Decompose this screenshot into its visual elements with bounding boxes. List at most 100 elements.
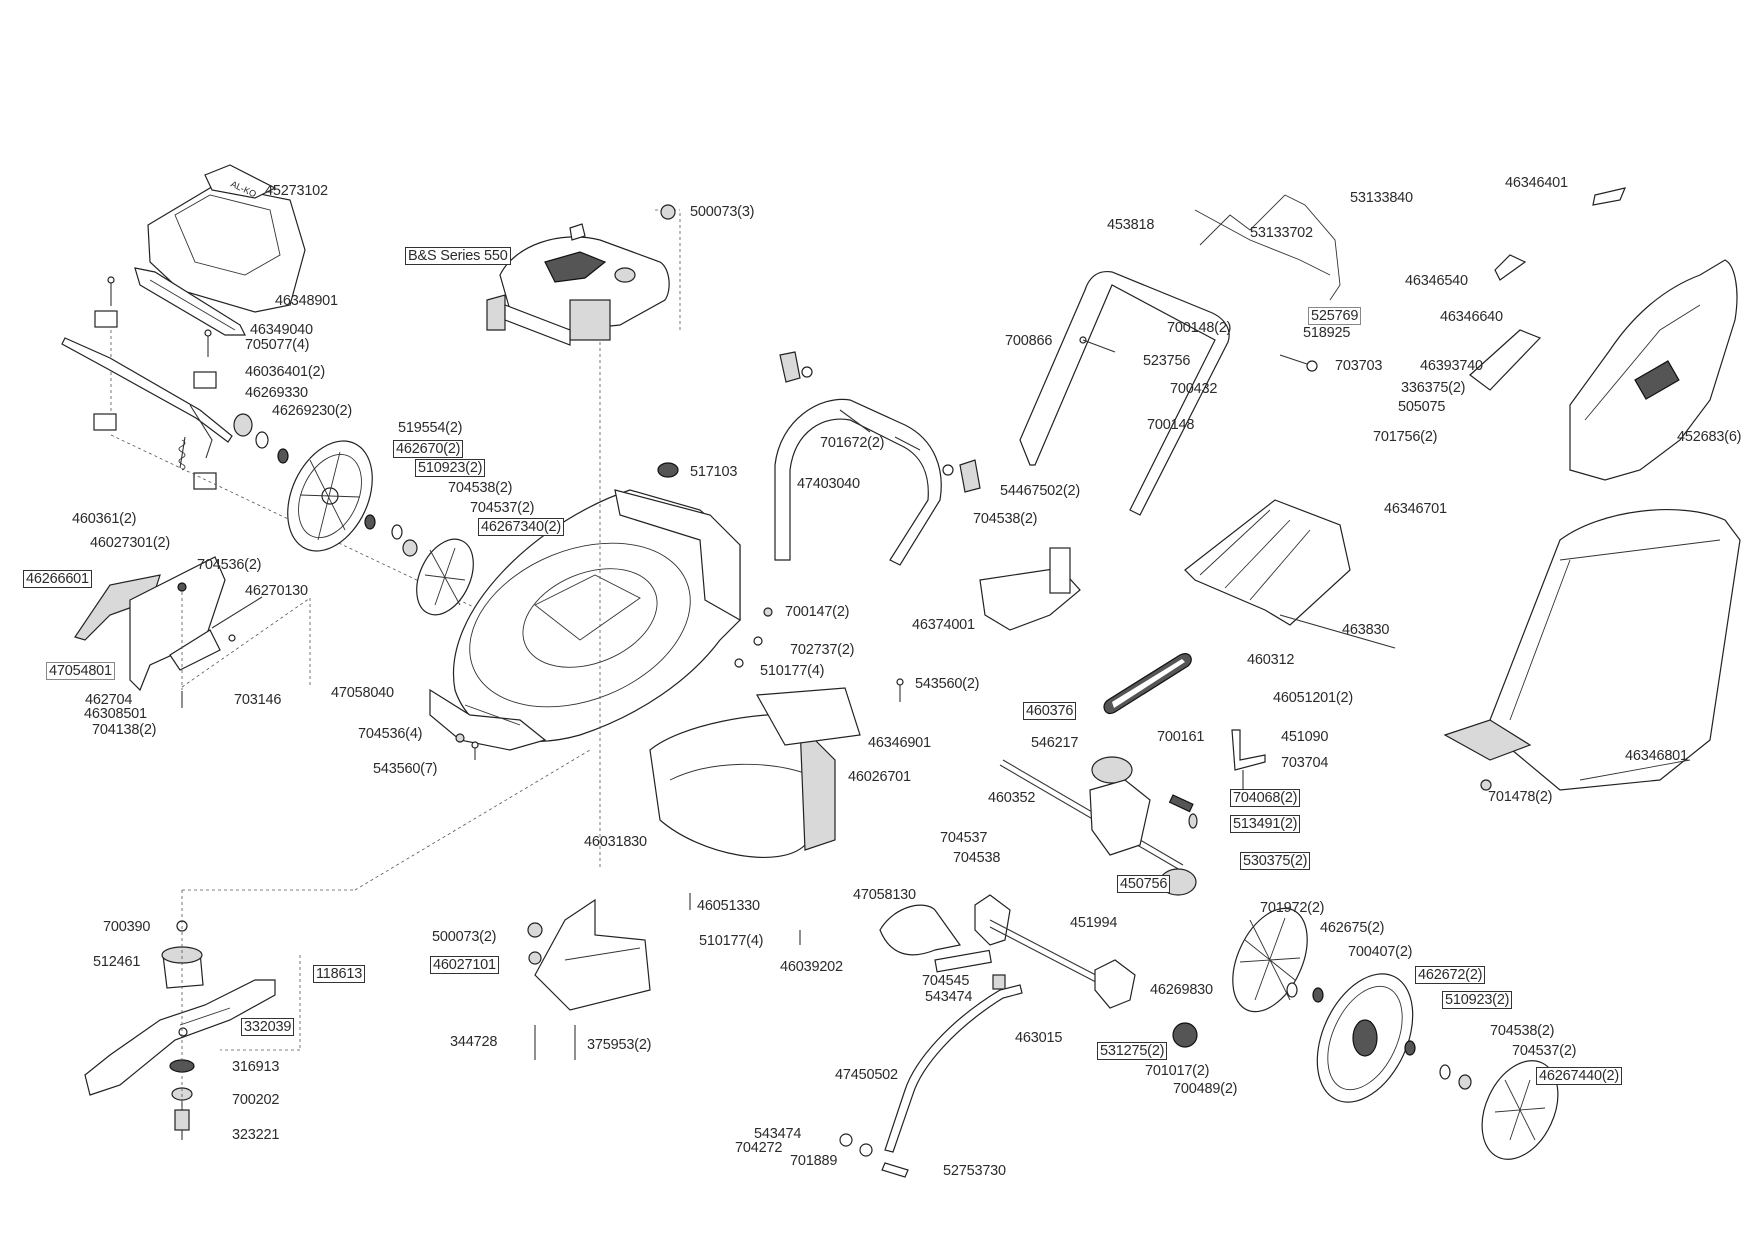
part-label[interactable]: 460312 (1247, 652, 1295, 668)
part-label[interactable]: 53133702 (1250, 225, 1313, 241)
part-label-boxed[interactable]: 332039 (241, 1018, 295, 1036)
part-label[interactable]: 704538(2) (973, 511, 1038, 527)
part-label[interactable]: 512461 (93, 954, 141, 970)
part-label[interactable]: 460361(2) (72, 511, 137, 527)
part-label[interactable]: 517103 (690, 464, 738, 480)
lever-plate-part[interactable] (979, 547, 1081, 631)
height-lever-part[interactable] (839, 984, 1023, 1178)
safety-bail-part[interactable] (1194, 194, 1341, 301)
part-label[interactable]: 704536(2) (197, 557, 262, 573)
part-label[interactable]: 46348901 (275, 293, 338, 309)
part-label[interactable]: 704538(2) (1490, 1023, 1555, 1039)
part-label[interactable]: 46269330 (245, 385, 308, 401)
part-label[interactable]: 53133840 (1350, 190, 1413, 206)
part-label[interactable]: 54467502(2) (1000, 483, 1081, 499)
part-label[interactable]: 704545 (922, 973, 970, 989)
engine-cover-part[interactable]: AL-KO (147, 164, 306, 313)
front-axle-part[interactable] (61, 337, 233, 471)
part-label[interactable]: 704537(2) (470, 500, 535, 516)
part-label[interactable]: 701972(2) (1260, 900, 1325, 916)
engine-part[interactable] (486, 223, 670, 346)
rear-chute-part[interactable] (649, 713, 836, 858)
part-label[interactable]: 510177(4) (699, 933, 764, 949)
part-label[interactable]: 700148 (1147, 417, 1195, 433)
part-label[interactable]: 543560(7) (373, 761, 438, 777)
part-label[interactable]: 46308501 (84, 706, 147, 722)
part-label[interactable]: 703704 (1281, 755, 1329, 771)
part-label[interactable]: 701478(2) (1488, 789, 1553, 805)
part-label[interactable]: 462704 (85, 692, 133, 708)
part-label-boxed[interactable]: 118613 (313, 965, 366, 983)
part-label[interactable]: 702737(2) (790, 642, 855, 658)
part-label[interactable]: 700161 (1157, 729, 1205, 745)
blade-part[interactable] (84, 979, 276, 1096)
part-label[interactable]: 700432 (1170, 381, 1218, 397)
part-label[interactable]: 462675(2) (1320, 920, 1385, 936)
part-label[interactable]: 543560(2) (915, 676, 980, 692)
handle-lower-part[interactable] (774, 398, 942, 566)
part-label[interactable]: 46346801 (1625, 748, 1688, 764)
part-label[interactable]: 701017(2) (1145, 1063, 1210, 1079)
part-label[interactable]: 500073(3) (690, 204, 755, 220)
part-label-boxed[interactable]: 46267340(2) (478, 518, 565, 536)
engine-label-boxed[interactable]: B&S Series 550 (405, 247, 511, 265)
front-wheel-part[interactable] (233, 413, 418, 565)
part-label[interactable]: 452683(6) (1677, 429, 1742, 445)
part-label[interactable]: 546217 (1031, 735, 1079, 751)
part-label[interactable]: 704138(2) (92, 722, 157, 738)
part-label[interactable]: 701672(2) (820, 435, 885, 451)
rear-hubcap-part[interactable] (1467, 1049, 1573, 1172)
part-label[interactable]: 700147(2) (785, 604, 850, 620)
part-label[interactable]: 703703 (1335, 358, 1383, 374)
part-label-grey-boxed[interactable]: 525769 (1308, 307, 1362, 325)
part-label[interactable]: 705077(4) (245, 337, 310, 353)
part-label[interactable]: 451090 (1281, 729, 1329, 745)
part-label[interactable]: 700489(2) (1173, 1081, 1238, 1097)
part-label[interactable]: 505075 (1398, 399, 1446, 415)
part-label[interactable]: 46051201(2) (1273, 690, 1354, 706)
part-label-boxed[interactable]: 510923(2) (1442, 991, 1513, 1009)
part-label[interactable]: 46346540 (1405, 273, 1468, 289)
bushing-517103-part[interactable] (657, 462, 679, 478)
part-label[interactable]: 46349040 (250, 322, 313, 338)
part-label[interactable]: 704538(2) (448, 480, 513, 496)
part-label[interactable]: 704536(4) (358, 726, 423, 742)
part-label[interactable]: 46026701 (848, 769, 911, 785)
part-label[interactable]: 519554(2) (398, 420, 463, 436)
grass-catcher-lid-part[interactable] (1184, 499, 1396, 649)
part-label-boxed[interactable]: 704068(2) (1230, 789, 1301, 807)
part-label[interactable]: 451994 (1070, 915, 1118, 931)
brackets-part[interactable] (1231, 729, 1266, 790)
front-hubcap-part[interactable] (405, 530, 484, 624)
part-label[interactable]: 344728 (450, 1034, 498, 1050)
part-label[interactable]: 518925 (1303, 325, 1351, 341)
part-label[interactable]: 704272 (735, 1140, 783, 1156)
part-label-boxed[interactable]: 460376 (1023, 702, 1077, 720)
part-label[interactable]: 460352 (988, 790, 1036, 806)
part-label[interactable]: 700390 (103, 919, 151, 935)
part-label[interactable]: 46036401(2) (245, 364, 326, 380)
part-label[interactable]: 46346401 (1505, 175, 1568, 191)
part-label-boxed[interactable]: 462672(2) (1415, 966, 1486, 984)
part-label[interactable]: 46270130 (245, 583, 308, 599)
catcher-basket-part[interactable] (1443, 508, 1741, 791)
part-label[interactable]: 704537(2) (1512, 1043, 1577, 1059)
part-label[interactable]: 46051330 (697, 898, 760, 914)
part-label[interactable]: 47058130 (853, 887, 916, 903)
engine-nut-part[interactable] (660, 204, 676, 220)
part-label[interactable]: 453818 (1107, 217, 1155, 233)
part-label[interactable]: 703146 (234, 692, 282, 708)
part-label[interactable]: 463830 (1342, 622, 1390, 638)
part-label-boxed[interactable]: 513491(2) (1230, 815, 1301, 833)
part-label-boxed[interactable]: 46027101 (430, 956, 499, 974)
part-label[interactable]: 543474 (754, 1126, 802, 1142)
part-label[interactable]: 463015 (1015, 1030, 1063, 1046)
rear-axle-part[interactable] (879, 894, 1198, 1048)
part-label[interactable]: 47058040 (331, 685, 394, 701)
part-label[interactable]: 45273102 (265, 183, 328, 199)
part-label[interactable]: 701889 (790, 1153, 838, 1169)
part-label[interactable]: 543474 (925, 989, 973, 1005)
part-label[interactable]: 704537 (940, 830, 988, 846)
part-label[interactable]: 316913 (232, 1059, 280, 1075)
part-label-boxed[interactable]: 531275(2) (1097, 1042, 1168, 1060)
